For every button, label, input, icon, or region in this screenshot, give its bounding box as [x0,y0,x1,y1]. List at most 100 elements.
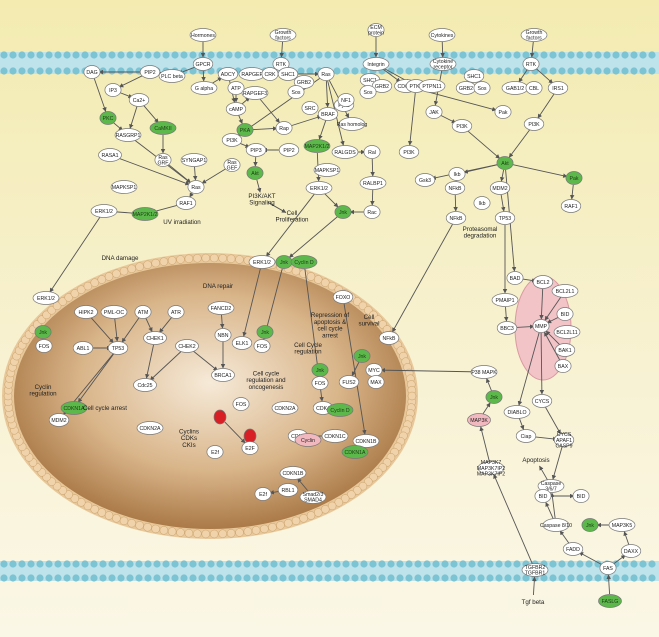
node-chek2[interactable]: CHEK2 [176,340,199,353]
node-nfkb[interactable]: NFkB [445,182,465,195]
node-cdkn2a2[interactable]: CDKN2A [137,422,163,435]
node-cyclind2[interactable]: Cyclin D [327,404,353,417]
node-pak[interactable]: Pak [495,106,511,119]
node-pmaip1[interactable]: PMAIP1 [492,294,518,307]
node-tp53a[interactable]: TP53 [108,342,128,355]
node-sosc[interactable]: Sos [474,82,490,95]
node-rasgrp1[interactable]: RASGRP1 [115,129,141,142]
node-erk12b[interactable]: ERK1/2 [91,205,117,218]
node-integrin[interactable]: Integrin [363,58,389,71]
node-src[interactable]: SRC [302,102,318,115]
node-jnk8[interactable]: Jnk [582,519,598,532]
node-erk12c[interactable]: ERK1/2 [249,256,275,269]
node-mapksp1[interactable]: MAPKSP1 [314,164,340,177]
node-ral[interactable]: Ral [364,146,380,159]
node-mdm2a[interactable]: MDM2 [490,182,510,195]
node-dag[interactable]: DAG [84,66,100,79]
node-fancd2[interactable]: FANCD2 [208,302,234,315]
node-hormones[interactable]: Hormones [190,29,216,42]
node-bid2[interactable]: BID [535,490,551,503]
node-cytokines[interactable]: Cytokines [429,29,455,42]
node-rb2[interactable] [244,429,256,443]
node-erk12d[interactable]: ERK1/2 [33,292,59,305]
node-e2f3[interactable]: E2f [255,488,271,501]
node-bak1[interactable]: BAK1 [555,344,575,357]
node-bcl2l11[interactable]: BCL2L11 [554,326,580,339]
node-tp53b[interactable]: TP53 [495,212,515,225]
node-faslg[interactable]: FASLG [599,595,622,608]
node-pi3k3[interactable]: PI3K [399,146,419,159]
node-akt2[interactable]: Akt [247,167,263,180]
node-mhk3k[interactable]: MAP3K [468,414,491,427]
node-chek1[interactable]: CHEK1 [144,332,167,345]
node-adcy[interactable]: ADCY [218,68,238,81]
node-dnarepair[interactable]: DNA repair [203,283,233,290]
node-atp[interactable]: ATP [228,82,244,95]
node-pkc[interactable]: PKC [100,112,116,125]
node-tgfbeta[interactable]: Tgf beta [522,599,545,606]
node-ras1[interactable]: Ras [318,68,334,81]
node-jnk7[interactable]: Jnk [486,391,502,404]
node-bax[interactable]: BAX [555,360,571,373]
node-daxx[interactable]: DAXX [621,545,641,558]
node-cdkn1c[interactable]: CDKN1C [322,430,348,443]
node-dnadamage[interactable]: DNA damage [102,255,139,262]
node-bcl2[interactable]: BCL2 [533,276,553,289]
node-cyclind1[interactable]: Cyclin D [291,256,317,269]
node-map2k12b[interactable]: MAP2K1/2 [132,208,158,221]
node-akt[interactable]: Akt [497,157,513,170]
node-raf1b[interactable]: RAF1 [561,200,581,213]
node-nfkb2[interactable]: NFkB [446,212,466,225]
node-pip2b[interactable]: PIP2 [279,144,299,157]
node-shc1a[interactable]: SHC1 [278,68,298,81]
node-jnk2[interactable]: Jnk [276,256,292,269]
node-hipk2[interactable]: HIPK2 [75,306,98,319]
node-cycs1[interactable]: CYCS [532,395,552,408]
node-pmlc[interactable]: PML-OC [101,306,127,319]
node-cdkn1a2[interactable]: CDKN1A [342,446,368,459]
node-p38[interactable]: P38 MAPK [471,366,497,379]
node-pi3k0[interactable]: PI3K [222,134,242,147]
node-pka[interactable]: PKA [237,124,253,137]
node-erk12a[interactable]: ERK1/2 [306,182,332,195]
node-cdc25[interactable]: Cdc25 [134,379,157,392]
node-rapgef[interactable]: RAPGEF [239,68,265,81]
node-fos4[interactable]: FOS [233,398,249,411]
node-pip2[interactable]: PIP2 [140,66,160,79]
node-abl1[interactable]: ABL1 [73,342,93,355]
node-plcbeta[interactable]: PLC beta [159,70,185,83]
node-fadd[interactable]: FADD [563,543,583,556]
node-ciap[interactable]: Ciap [516,430,536,443]
node-foxo[interactable]: FOXO [333,291,353,304]
node-ralbp1[interactable]: RALBP1 [360,177,386,190]
node-braf[interactable]: BRAF [318,108,338,121]
node-elk1[interactable]: ELK1 [232,337,252,350]
node-atr[interactable]: ATR [168,306,184,319]
node-mapksp1b[interactable]: MAPKSP1 [111,181,137,194]
node-cellcyclearrest[interactable]: Cell cycle arrest [83,405,127,412]
node-cbl[interactable]: CBL [526,82,542,95]
node-galpha[interactable]: G alpha [191,82,217,95]
node-shc1c[interactable]: SHC1 [464,70,484,83]
node-gpcr[interactable]: GPCR [193,58,213,71]
node-bid3[interactable]: BID [573,490,589,503]
node-cdkn1b2[interactable]: CDKN1B [280,467,306,480]
node-mmp[interactable]: MMP [533,320,549,333]
node-max[interactable]: MAX [368,376,384,389]
node-ip3[interactable]: IP3 [105,84,121,97]
node-ralgds[interactable]: RALGDS [332,146,358,159]
node-ras2[interactable]: Ras [188,181,204,194]
node-sosb[interactable]: Sos [360,86,376,99]
node-ptpn11[interactable]: PTPN11 [419,80,445,93]
node-e2f1[interactable]: E2F [242,442,258,455]
node-pi3k1[interactable]: PI3K [452,120,472,133]
node-bad[interactable]: BAD [507,272,523,285]
node-uvirr[interactable]: UV irradiation [163,219,201,226]
node-apoptosis[interactable]: Apoptosis [522,457,549,464]
node-camkii[interactable]: CaMKII [150,122,176,135]
node-map3k5[interactable]: MAP3K5 [609,519,635,532]
node-rbl1[interactable]: RBL1 [278,484,298,497]
